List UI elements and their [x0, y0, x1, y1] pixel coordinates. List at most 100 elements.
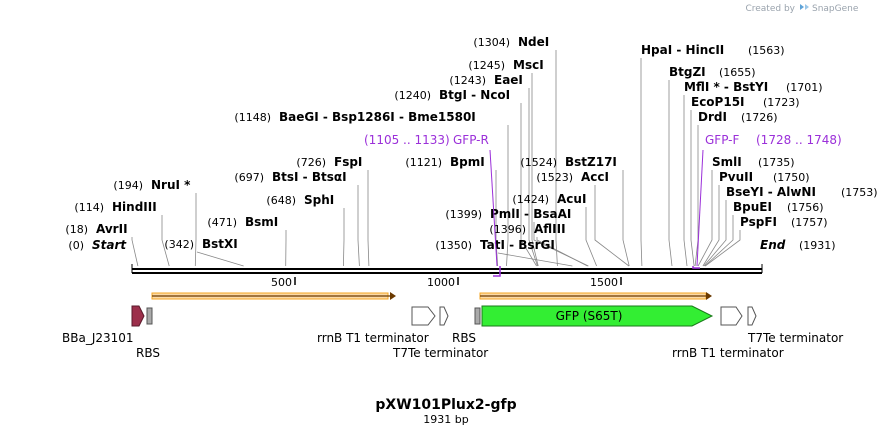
site-line-nrui [194, 193, 197, 267]
site-label-bpmi[interactable]: (1121) BpmI [405, 155, 484, 169]
site-pos-acui: (1424) [512, 193, 549, 206]
site-label-bseyi[interactable]: BseYI - AlwNI (1753) [726, 185, 878, 199]
site-line-pmli [533, 222, 589, 267]
site-name-ecop15i: EcoP15I [691, 95, 745, 109]
site-pos-bstxi: (342) [164, 238, 194, 251]
feature-label-rrnb-t1-1: rrnB T1 terminator [317, 331, 429, 345]
site-pos-sphi: (648) [266, 194, 296, 207]
site-label-afliii[interactable]: (1396) AflIII [489, 222, 565, 236]
feature-rrnb-t1-2[interactable]: rrnB T1 terminator [672, 306, 784, 360]
site-label-pvuii[interactable]: PvuII (1750) [719, 170, 810, 184]
site-pos-smli: (1735) [758, 156, 795, 169]
brand-text: SnapGene [812, 4, 859, 14]
site-name-sphi: SphI [304, 193, 334, 207]
site-label-start[interactable]: (0) Start [68, 238, 127, 252]
site-line-bstz17i [622, 170, 630, 267]
site-pos-hindiii: (114) [74, 201, 104, 214]
site-label-btsi[interactable]: (697) BtsI - BtsαI [234, 170, 346, 184]
promoter-arrow-icon [131, 305, 145, 327]
site-pos-afliii: (1396) [489, 223, 526, 236]
site-name-hpai: HpaI - HincII [641, 43, 724, 57]
site-pos-drdi: (1726) [741, 111, 778, 124]
site-name-drdi: DrdI [698, 110, 727, 124]
site-line-eaei [528, 88, 538, 267]
site-name-tati: TatI - BsrGI [480, 238, 555, 252]
site-label-pspfi[interactable]: PspFI (1757) [740, 215, 828, 229]
site-label-mfli[interactable]: MflI * - BstYI (1701) [684, 80, 823, 94]
site-label-sphi[interactable]: (648) SphI [266, 193, 334, 207]
site-name-bstz17i: BstZ17I [565, 155, 617, 169]
site-label-hpai[interactable]: HpaI - HincII (1563) [641, 43, 785, 57]
site-pos-msci: (1245) [468, 59, 505, 72]
feature-label-t7te-2: T7Te terminator [747, 331, 843, 345]
site-line-drdi [694, 125, 699, 267]
site-label-msci[interactable]: (1245) MscI [468, 58, 543, 72]
site-label-ecop15i[interactable]: EcoP15I (1723) [691, 95, 800, 109]
feature-rbs-2[interactable]: RBS [452, 307, 481, 345]
site-label-bstz17i[interactable]: (1524) BstZ17I [520, 155, 616, 169]
feature-t7te-1[interactable]: T7Te terminator [392, 306, 488, 360]
site-pos-bpmi: (1121) [405, 156, 442, 169]
primer-name-gfp-f: GFP-F [705, 133, 740, 147]
site-label-btgzi[interactable]: BtgZI (1655) [669, 65, 756, 79]
site-label-fspi[interactable]: (726) FspI [296, 155, 362, 169]
site-label-avrii[interactable]: (18) AvrII [65, 222, 127, 236]
site-label-bpuei[interactable]: BpuEI (1756) [733, 200, 824, 214]
site-line-avrii [131, 237, 139, 267]
site-label-acui[interactable]: (1424) AcuI [512, 192, 586, 206]
site-name-start: Start [92, 238, 127, 252]
feature-rrnb-t1-1[interactable]: rrnB T1 terminator [317, 306, 436, 345]
site-label-hindiii[interactable]: (114) HindIII [74, 200, 156, 214]
site-name-bsmi: BsmI [245, 215, 278, 229]
feature-t7te-2[interactable]: T7Te terminator [747, 306, 843, 345]
site-label-nrui[interactable]: (194) NruI * [113, 178, 191, 192]
site-pos-bsmi: (471) [207, 216, 237, 229]
site-label-bsmi[interactable]: (471) BsmI [207, 215, 278, 229]
site-name-eaei: EaeI [494, 73, 523, 87]
site-line-acci [594, 185, 630, 267]
primer-connector-gfp-f [696, 149, 704, 267]
site-line-acui [585, 207, 597, 267]
axis-tick-1500: 1500 [590, 276, 622, 289]
feature-label-bba-j23101: BBa_J23101 [62, 331, 134, 345]
site-name-pvuii: PvuII [719, 170, 753, 184]
feature-label-rbs-1: RBS [136, 346, 160, 360]
site-pos-btgzi: (1655) [719, 66, 756, 79]
axis-tick-label-500: 500 [271, 276, 292, 289]
site-line-mfli [683, 95, 688, 267]
site-label-ndei[interactable]: (1304) NdeI [473, 35, 549, 49]
terminator-arrow-icon [720, 306, 743, 326]
site-label-acci[interactable]: (1523) AccI [536, 170, 609, 184]
site-pos-mfli: (1701) [786, 81, 823, 94]
site-label-end[interactable]: End (1931) [760, 238, 836, 252]
feature-rbs-1[interactable]: RBS [136, 307, 160, 360]
feature-bba-j23101[interactable]: BBa_J23101 [62, 305, 145, 345]
site-line-btsi [357, 185, 360, 267]
terminator-arrow-icon [411, 306, 436, 326]
site-line-ndei [555, 50, 558, 267]
feature-gfp[interactable]: GFP (S65T) [481, 305, 714, 327]
site-label-btgi[interactable]: (1240) BtgI - NcoI [394, 88, 510, 102]
site-label-smli[interactable]: SmlI (1735) [712, 155, 795, 169]
site-line-ecop15i [690, 110, 695, 267]
site-name-acui: AcuI [557, 192, 586, 206]
site-label-drdi[interactable]: DrdI (1726) [698, 110, 778, 124]
site-label-bstxi[interactable]: (342) BstXI [164, 237, 237, 251]
site-pos-eaei: (1243) [449, 74, 486, 87]
site-label-pmli[interactable]: (1399) PmlI - BsaAI [445, 207, 571, 221]
site-line-bstxi [196, 251, 244, 267]
site-name-btsi: BtsI - BtsαI [272, 170, 347, 184]
site-label-eaei[interactable]: (1243) EaeI [449, 73, 522, 87]
site-name-acci: AccI [581, 170, 609, 184]
primer-label-gfp-r[interactable]: (1105 .. 1133) GFP-R [364, 133, 489, 147]
site-pos-acci: (1523) [536, 171, 573, 184]
site-line-smli [697, 170, 713, 267]
site-name-bpmi: BpmI [450, 155, 485, 169]
site-label-baegi[interactable]: (1148) BaeGI - Bsp1286I - Bme1580I [234, 110, 475, 124]
feature-label-rbs-2: RBS [452, 331, 476, 345]
site-pos-bstz17i: (1524) [520, 156, 557, 169]
primer-label-gfp-f[interactable]: GFP-F (1728 .. 1748) [705, 133, 842, 147]
site-name-bpuei: BpuEI [733, 200, 772, 214]
site-label-tati[interactable]: (1350) TatI - BsrGI [435, 238, 554, 252]
site-line-btgi [520, 103, 537, 267]
